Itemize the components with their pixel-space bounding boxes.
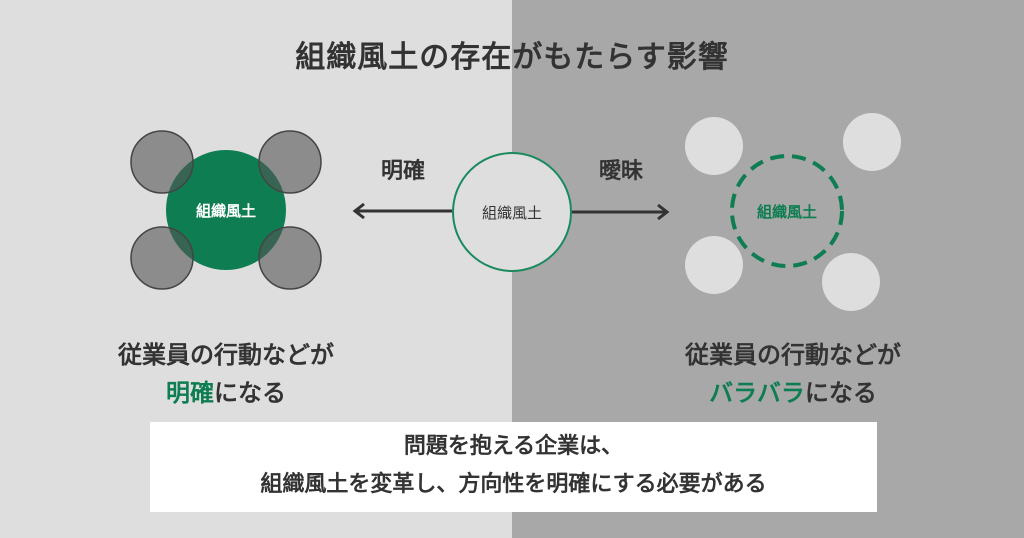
left-caption-line2: 明確になる — [56, 374, 396, 412]
vague-culture-cluster: 組織風土 — [685, 113, 901, 311]
right-caption: 従業員の行動などが バラバラになる — [623, 336, 963, 412]
right-arrow-head-icon — [657, 203, 670, 221]
employee-circle-tl — [685, 117, 743, 175]
left-caption-suffix: になる — [214, 379, 286, 407]
employee-circle-br — [258, 226, 322, 290]
left-circle-label: 組織風土 — [196, 202, 256, 220]
culture-core-circle — [166, 150, 286, 270]
conclusion-line2: 組織風土を変革し、方向性を明確にする必要がある — [260, 472, 767, 497]
left-caption-highlight: 明確 — [166, 379, 214, 407]
left-caption: 従業員の行動などが 明確になる — [56, 336, 396, 412]
clear-label: 明確 — [381, 158, 425, 184]
employee-circle-br — [822, 253, 880, 311]
dashed-culture-circle — [730, 154, 844, 268]
employee-circle-tl — [130, 130, 194, 194]
right-caption-highlight: バラバラ — [709, 379, 805, 407]
center-circle-label: 組織風土 — [482, 204, 542, 222]
employee-circle-tr — [258, 130, 322, 194]
vague-label: 曖昧 — [599, 159, 644, 184]
clear-culture-cluster: 組織風土 — [130, 130, 322, 290]
left-arrow-head-icon — [352, 202, 365, 220]
center-culture-circle — [452, 152, 572, 272]
conclusion-box: 問題を抱える企業は、 組織風土を変革し、方向性を明確にする必要がある — [150, 422, 877, 512]
right-caption-line2: バラバラになる — [623, 374, 963, 412]
right-caption-line1: 従業員の行動などが — [685, 341, 901, 369]
employee-circle-bl — [130, 226, 194, 290]
right-caption-suffix: になる — [804, 379, 877, 407]
center-scale: 組織風土 明確 曖昧 — [352, 152, 670, 272]
employee-circle-bl — [685, 236, 743, 294]
page-title: 組織風土の存在がもたらす影響 — [295, 40, 729, 75]
right-circle-label: 組織風土 — [757, 203, 817, 221]
conclusion-line1: 問題を抱える企業は、 — [403, 434, 624, 459]
left-caption-line1: 従業員の行動などが — [118, 341, 334, 369]
employee-circle-tr — [843, 113, 901, 171]
